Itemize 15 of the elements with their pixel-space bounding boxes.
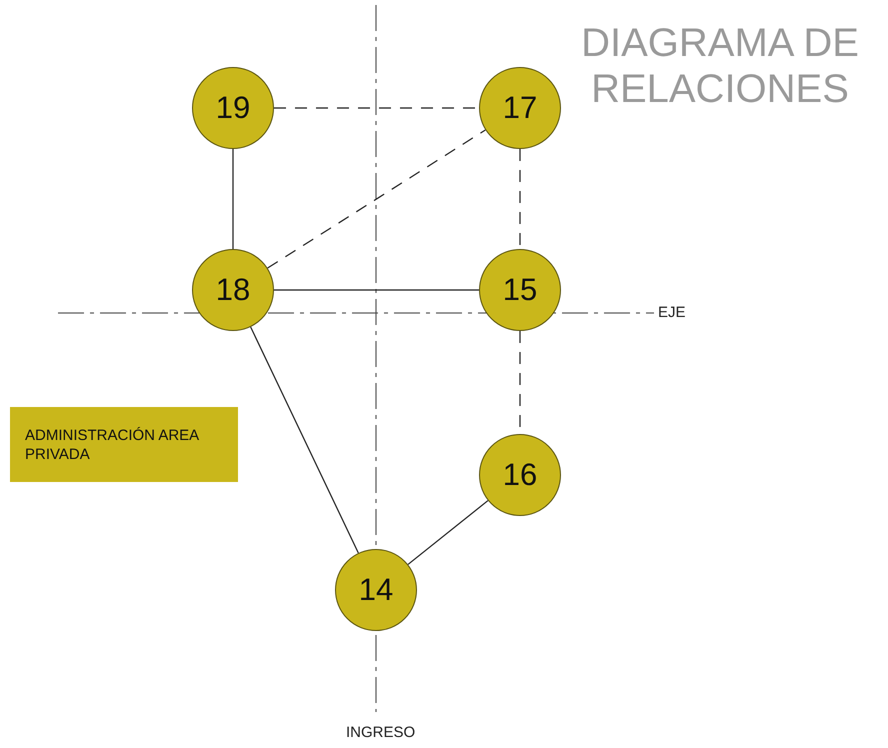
connector-line xyxy=(408,500,488,565)
axis-label: EJE xyxy=(658,304,686,321)
node-number: 16 xyxy=(502,457,538,493)
connector-line xyxy=(232,149,234,249)
connector-line xyxy=(250,326,359,554)
axis-label: INGRESO xyxy=(346,724,416,741)
node-number: 14 xyxy=(358,572,394,608)
node-number: 18 xyxy=(216,272,250,308)
connector-line xyxy=(274,289,479,291)
node-number: 19 xyxy=(216,90,250,126)
diagram-title: DIAGRAMA DE RELACIONES xyxy=(580,20,860,112)
node-number: 17 xyxy=(502,90,538,126)
node-number: 15 xyxy=(502,272,538,308)
legend-text: ADMINISTRACIÓN AREA PRIVADA xyxy=(25,426,200,464)
connector-line xyxy=(267,129,486,269)
